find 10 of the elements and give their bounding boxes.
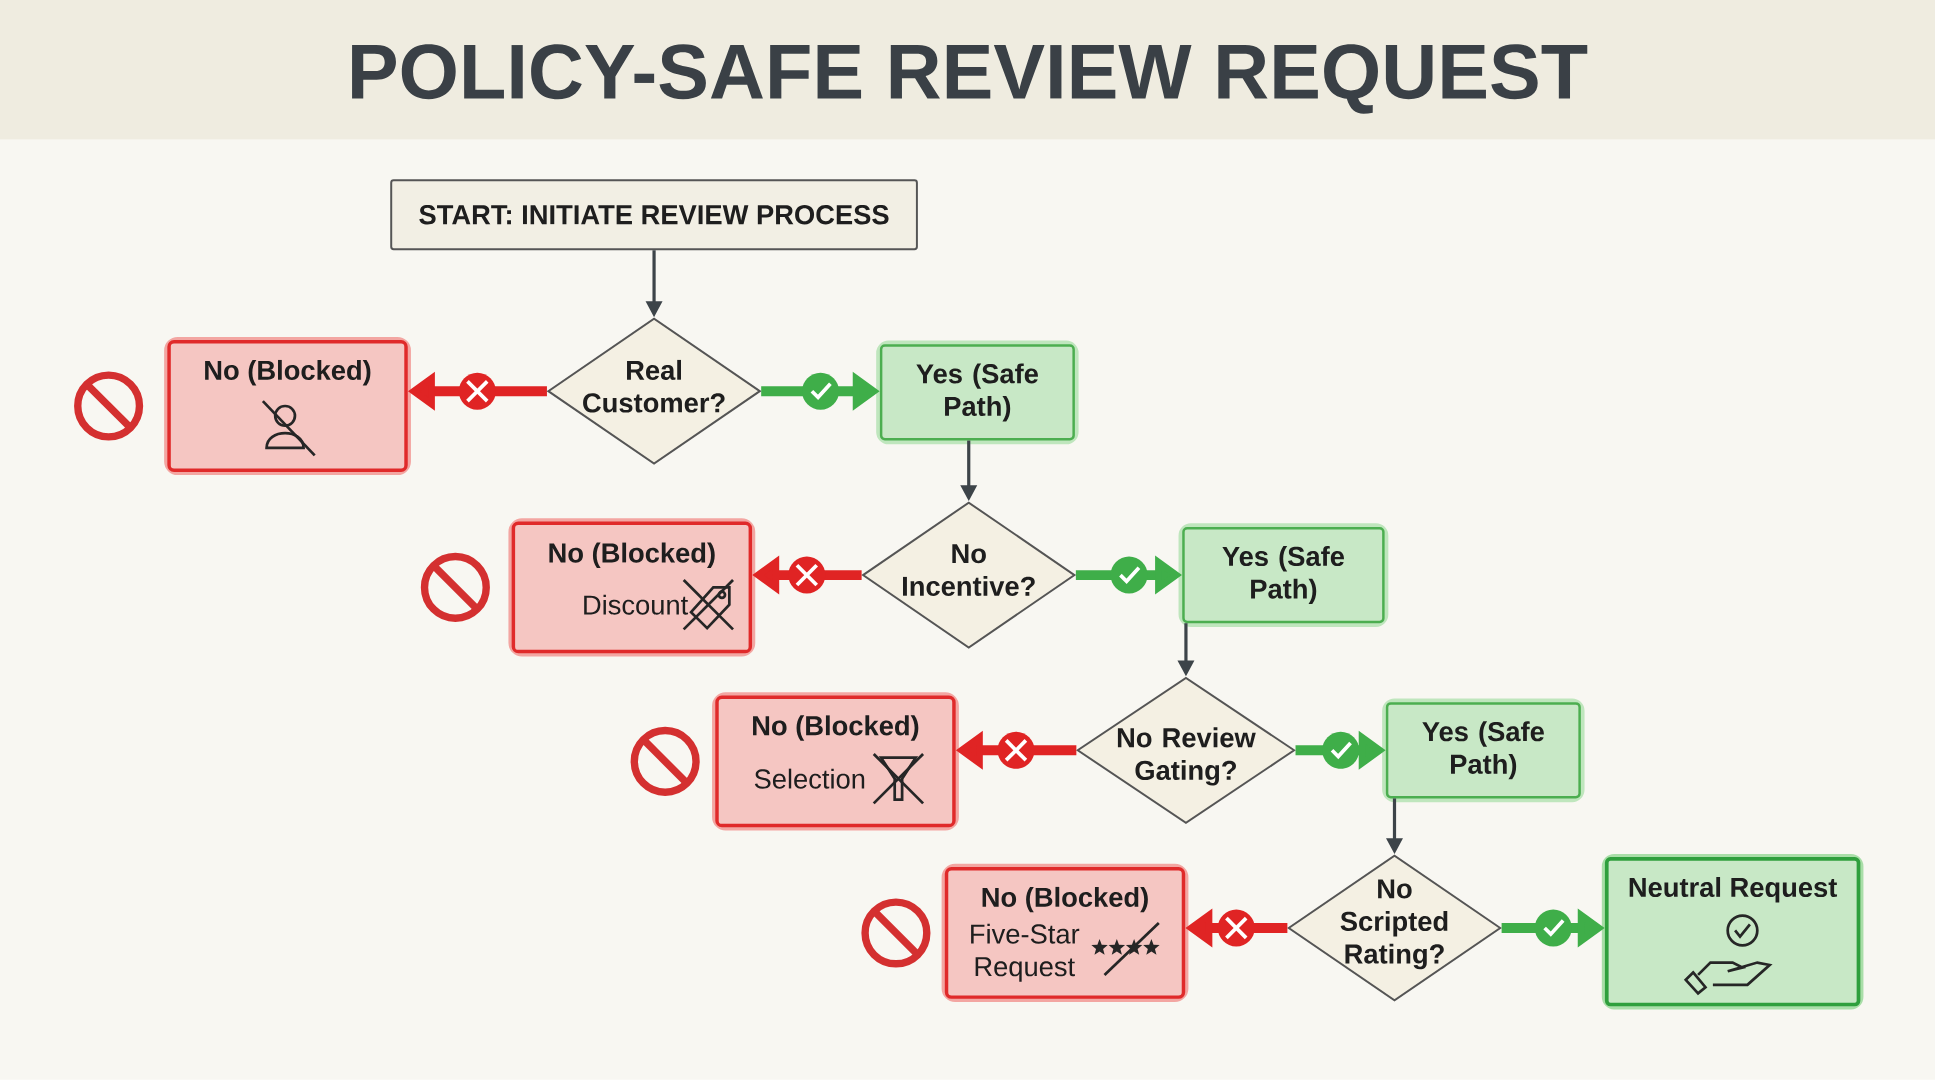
blocked-box: No (Blocked) Five-Star Request — [941, 863, 1189, 1003]
title: POLICY-SAFE REVIEW REQUEST — [352, 44, 1588, 114]
safe-path-box: Yes (Safe Path) — [876, 340, 1079, 445]
safe-path-box: Yes (Safe Path) — [1382, 698, 1585, 803]
blocked-box: No (Blocked) Selection — [712, 692, 959, 831]
blocked-box: No (Blocked) — [164, 337, 411, 476]
safe-path-box: Yes (Safe Path) — [1178, 523, 1389, 627]
blocked-box: No (Blocked) Discount — [508, 518, 756, 657]
result-box: Neutral Request — [1601, 854, 1864, 1010]
start-box: START: INITIATE REVIEW PROCESS — [390, 179, 918, 251]
